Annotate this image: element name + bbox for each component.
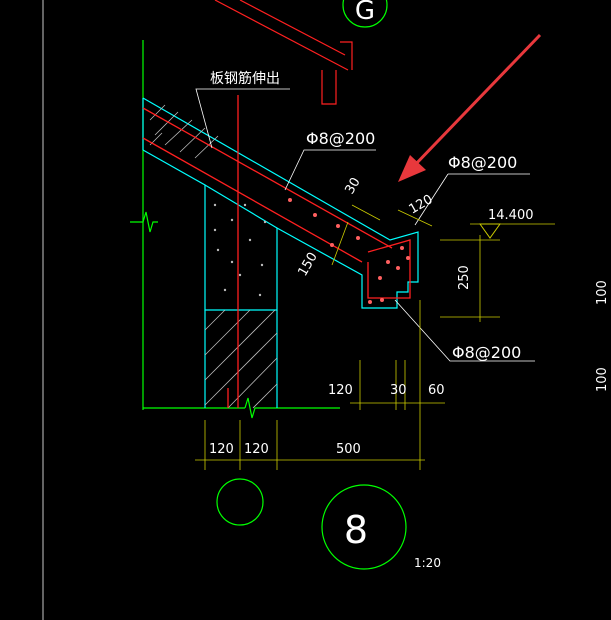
dim-side-bottom: 100 <box>595 367 610 392</box>
dim-slab-150: 150 <box>295 250 320 279</box>
top-grid-bubble: G <box>342 0 388 28</box>
dim-b-120b: 120 <box>244 442 269 457</box>
dimension-lines <box>195 204 500 470</box>
rebar-spec-right: Φ8@200 <box>448 153 517 172</box>
concrete-dots <box>213 203 267 297</box>
elevation-triangle-icon <box>470 223 555 239</box>
dim-b-120a: 120 <box>209 442 234 457</box>
bottom-grid-label: 8 <box>344 508 368 552</box>
leader-lines <box>195 88 535 362</box>
wall-column <box>204 310 278 408</box>
dim-h-60: 60 <box>428 383 445 398</box>
wall-hatch <box>204 309 278 409</box>
dim-beam-250: 250 <box>457 265 472 290</box>
dim-h-30: 30 <box>390 383 407 398</box>
dim-slab-30: 30 <box>342 175 363 197</box>
elevation-label: 14.400 <box>488 208 534 223</box>
slab-hatch <box>149 104 219 159</box>
rebar-spec-top: Φ8@200 <box>306 129 375 148</box>
slab-rebar-note: 板钢筋伸出 <box>210 70 280 87</box>
arrow-pointer-icon <box>398 33 542 182</box>
slab-outline <box>142 97 419 311</box>
dim-beam-120: 120 <box>407 192 436 217</box>
top-grid-label: G <box>355 0 375 26</box>
rebar-dots <box>288 198 410 304</box>
dim-side-top: 100 <box>595 280 610 305</box>
rebar-lines <box>142 95 411 408</box>
roof-gutter <box>214 0 353 105</box>
wall-lines <box>130 40 340 419</box>
bottom-grid-bubble: 8 <box>321 484 407 570</box>
bottom-small-bubble <box>216 478 264 526</box>
rebar-spec-bottom: Φ8@200 <box>452 343 521 362</box>
dim-b-500: 500 <box>336 442 361 457</box>
scale-label: 1:20 <box>414 556 441 570</box>
dim-h-120: 120 <box>328 383 353 398</box>
break-line-icon <box>130 211 158 233</box>
